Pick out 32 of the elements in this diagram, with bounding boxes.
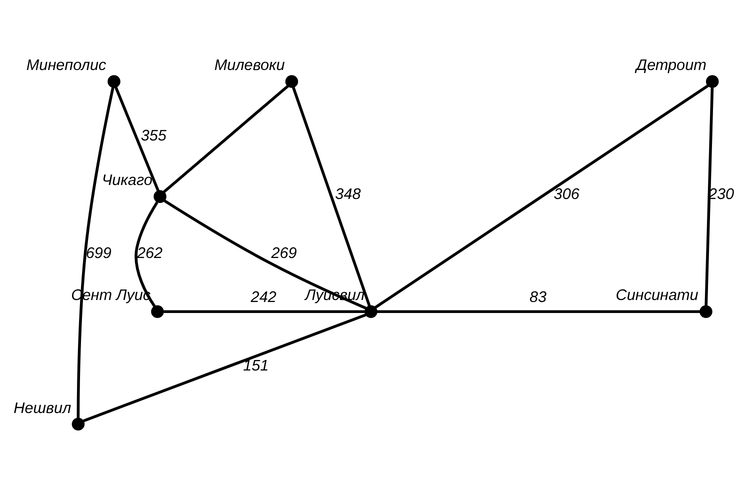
connector — [114, 86, 160, 192]
edge-label: 83 — [530, 288, 547, 306]
node-label: Синсинати — [616, 286, 698, 304]
node-circle — [108, 74, 120, 88]
edge-label: 348 — [335, 186, 361, 203]
connector — [164, 199, 366, 309]
edge-label: 151 — [243, 357, 269, 374]
node-label: Нешвил — [14, 399, 72, 416]
node-circle — [285, 74, 298, 88]
connector — [376, 310, 700, 313]
node-label: Минеполис — [26, 56, 106, 74]
connector — [76, 86, 114, 418]
connector — [163, 84, 289, 192]
node-circle — [72, 417, 85, 430]
node-circle — [364, 304, 378, 318]
connector — [292, 86, 371, 306]
connector — [374, 84, 709, 308]
edge-label: 699 — [86, 244, 112, 262]
edge-label: 242 — [250, 288, 276, 306]
edge-label: 355 — [140, 126, 166, 144]
edge-label: 306 — [554, 186, 580, 203]
connector — [704, 86, 714, 306]
node-circle — [151, 304, 164, 318]
node-label: Детроит — [636, 56, 706, 74]
node-circle — [706, 74, 719, 88]
node-circle — [700, 304, 712, 318]
edge-label: 269 — [271, 244, 297, 262]
node-circle — [154, 190, 166, 202]
connector — [82, 312, 366, 422]
node-label: Милевоки — [214, 56, 285, 74]
connector — [164, 310, 366, 313]
node-label: Чикаго — [102, 172, 152, 189]
